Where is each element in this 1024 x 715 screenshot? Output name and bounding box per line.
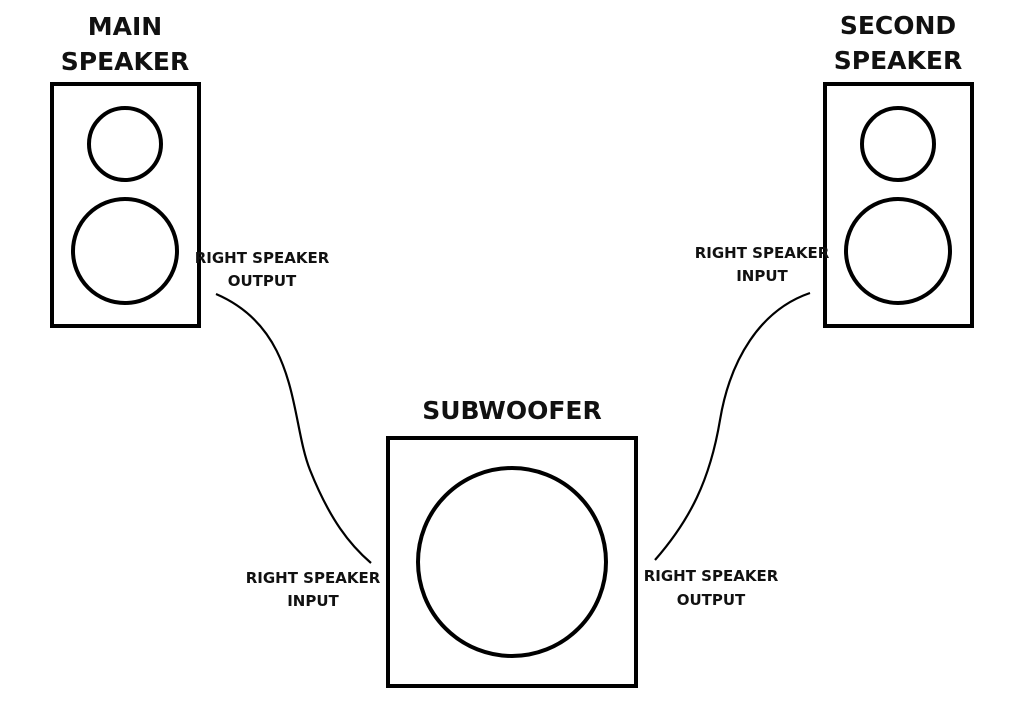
cable-sub-output-to-second-input: [654, 291, 811, 561]
second-speaker-input-label-line1: RIGHT SPEAKER: [695, 244, 830, 262]
main-speaker-output-label-line1: RIGHT SPEAKER: [195, 249, 330, 267]
second-speaker-tweeter: [860, 106, 936, 182]
second-speaker: SECOND SPEAKER: [823, 11, 974, 328]
main-speaker-output-label-line2: OUTPUT: [228, 272, 297, 290]
main-speaker-woofer: [71, 197, 179, 305]
subwoofer-cabinet: [386, 436, 638, 688]
main-speaker-cabinet: [50, 82, 201, 328]
subwoofer-output-label-line1: RIGHT SPEAKER: [644, 567, 779, 585]
subwoofer: SUBWOOFER: [386, 396, 638, 688]
second-speaker-title-line2: SPEAKER: [834, 46, 962, 75]
main-speaker: MAIN SPEAKER: [50, 12, 201, 328]
main-speaker-output-label: RIGHT SPEAKER OUTPUT: [195, 249, 330, 290]
second-speaker-cabinet: [823, 82, 974, 328]
subwoofer-output-label: RIGHT SPEAKER OUTPUT: [644, 567, 779, 609]
subwoofer-title: SUBWOOFER: [422, 396, 601, 425]
subwoofer-output-label-line2: OUTPUT: [677, 591, 746, 609]
main-speaker-title-line2: SPEAKER: [61, 47, 189, 76]
main-speaker-title-line1: MAIN: [88, 12, 162, 41]
subwoofer-input-label: RIGHT SPEAKER INPUT: [246, 569, 381, 610]
second-speaker-input-label: RIGHT SPEAKER INPUT: [695, 244, 830, 285]
subwoofer-input-label-line2: INPUT: [287, 592, 339, 610]
subwoofer-input-label-line1: RIGHT SPEAKER: [246, 569, 381, 587]
second-speaker-input-label-line2: INPUT: [736, 267, 788, 285]
subwoofer-driver: [416, 466, 608, 658]
cable-main-output-to-sub-input: [215, 292, 372, 564]
main-speaker-tweeter: [87, 106, 163, 182]
second-speaker-title-line1: SECOND: [840, 11, 956, 40]
second-speaker-woofer: [844, 197, 952, 305]
